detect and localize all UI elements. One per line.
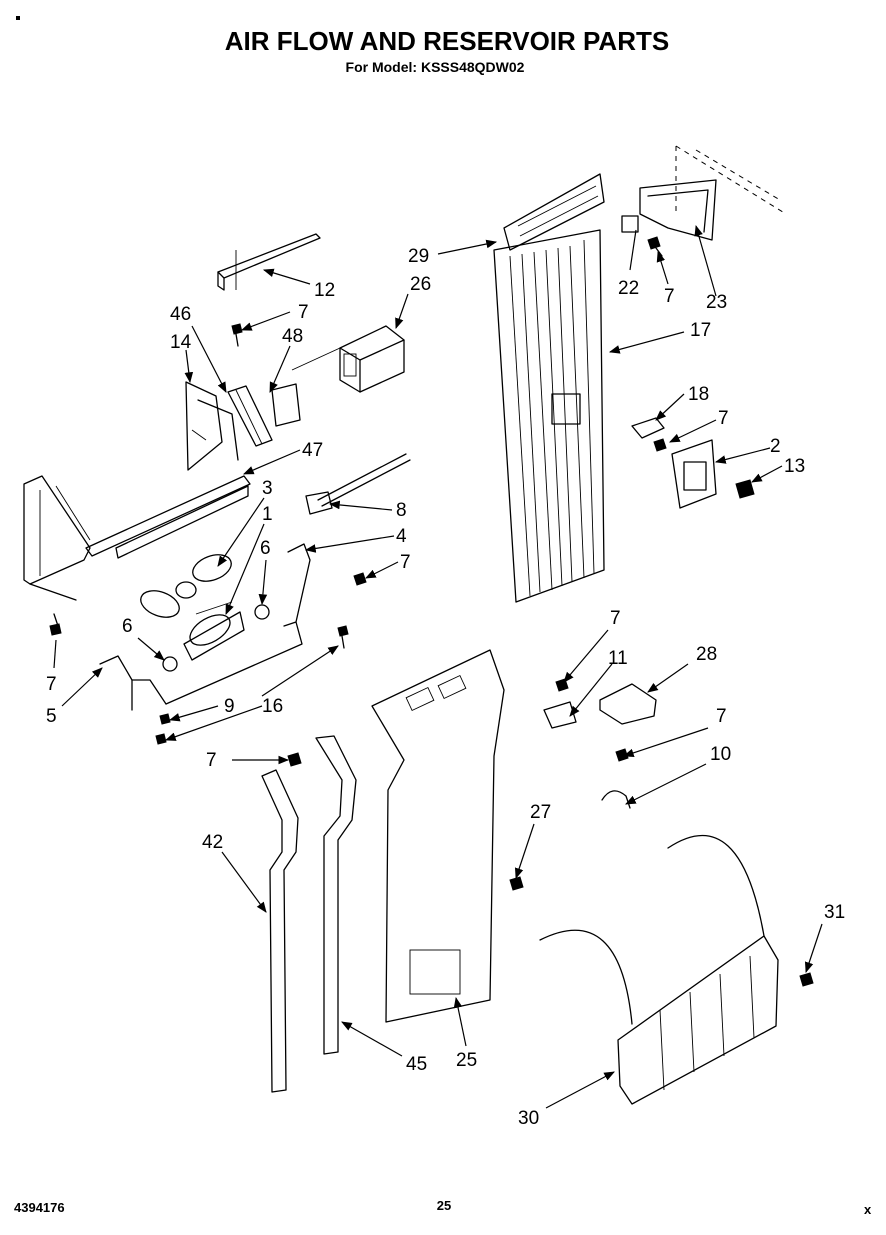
screw-part-16-right: [337, 625, 349, 649]
callout-3: 3: [262, 478, 273, 499]
housing-part-2: [671, 439, 717, 509]
strip-part-45: [315, 735, 357, 1055]
bracket-part-5: [99, 655, 167, 711]
callout-16: 16: [262, 696, 283, 717]
bracket-part-12: [217, 233, 321, 291]
callout-5: 5: [46, 706, 57, 727]
duct-panel-part-25: [371, 649, 505, 1023]
callout-2: 2: [770, 436, 781, 457]
control-housing-part-23: [639, 179, 717, 241]
callout-7-f: 7: [206, 750, 217, 771]
callout-8: 8: [396, 500, 407, 521]
strip-part-42: [261, 769, 299, 1093]
callout-22: 22: [618, 278, 639, 299]
fan-motor-part-1: [183, 601, 245, 661]
grille-part-29: [503, 173, 605, 251]
reservoir-part-30: [539, 834, 779, 1105]
gasket-part-48: [271, 383, 301, 427]
callout-25: 25: [456, 1050, 477, 1071]
screw-part-16-left: [155, 733, 167, 745]
evaporator-cover-left: [23, 475, 91, 601]
callout-26: 26: [410, 274, 431, 295]
corner-mark: x: [864, 1202, 872, 1217]
callout-28: 28: [696, 644, 717, 665]
callout-31: 31: [824, 902, 845, 923]
clamp-part-10: [601, 790, 631, 809]
callout-9: 9: [224, 696, 235, 717]
callout-23: 23: [706, 292, 727, 313]
callout-4: 4: [396, 526, 407, 547]
callout-29: 29: [408, 246, 429, 267]
callout-7-c: 7: [718, 408, 729, 429]
duct-part-26: [339, 325, 405, 393]
corner-dot: [16, 16, 20, 20]
callout-11: 11: [608, 648, 628, 669]
fan-blade-part-3: [140, 554, 232, 618]
grommet-part-6-left: [162, 656, 178, 672]
bracket-part-18: [631, 417, 665, 439]
foam-strip-part-46: [227, 385, 273, 447]
callout-6-a: 6: [260, 538, 271, 559]
screw-part-7-upper-left: [231, 323, 243, 347]
block-part-28: [599, 683, 657, 725]
knob-part-13: [735, 479, 755, 499]
screw-part-7-upper-right: [647, 236, 663, 257]
callout-7-g: 7: [716, 706, 727, 727]
callout-46: 46: [170, 304, 191, 325]
callout-42: 42: [202, 832, 223, 853]
shroud-part-14: [185, 381, 239, 471]
wire-harness-part-8: [305, 453, 411, 515]
screw-part-7-lower-left: [287, 752, 302, 767]
callout-17: 17: [690, 320, 711, 341]
page-number: 25: [437, 1198, 451, 1213]
fan-mount-rail-part-47: [85, 475, 251, 559]
grommet-part-6-right: [254, 604, 270, 620]
dashed-mount-outline: [675, 145, 787, 215]
callout-14: 14: [170, 332, 192, 353]
callout-7-d: 7: [400, 552, 411, 573]
callout-30: 30: [518, 1108, 539, 1129]
screw-part-7-left: [49, 613, 62, 636]
callout-10: 10: [710, 744, 731, 765]
bracket-part-4: [165, 543, 311, 705]
screw-part-7-right-mid: [653, 438, 667, 452]
clip-part-22: [621, 215, 639, 233]
screw-part-27: [509, 876, 524, 891]
callout-18: 18: [688, 384, 709, 405]
callout-7-h: 7: [610, 608, 621, 629]
callout-7-e: 7: [46, 674, 57, 695]
screw-part-31: [799, 972, 814, 987]
document-number: 4394176: [14, 1200, 65, 1215]
callout-7-b: 7: [664, 286, 675, 307]
callout-47: 47: [302, 440, 323, 461]
callout-7-a: 7: [298, 302, 309, 323]
callout-48: 48: [282, 326, 303, 347]
screw-part-7-center-right: [555, 678, 569, 692]
callout-12: 12: [314, 280, 335, 301]
screw-part-7-fan-right: [353, 572, 367, 586]
callout-13: 13: [784, 456, 805, 477]
model-subtitle: For Model: KSSS48QDW02: [346, 59, 525, 75]
screw-part-9: [159, 713, 171, 725]
callout-27: 27: [530, 802, 551, 823]
page-title: AIR FLOW AND RESERVOIR PARTS: [225, 26, 669, 56]
clip-part-11: [543, 701, 577, 729]
callout-45: 45: [406, 1054, 427, 1075]
callout-6-b: 6: [122, 616, 133, 637]
callout-1: 1: [262, 504, 273, 525]
rear-panel-part-17: [493, 229, 605, 603]
